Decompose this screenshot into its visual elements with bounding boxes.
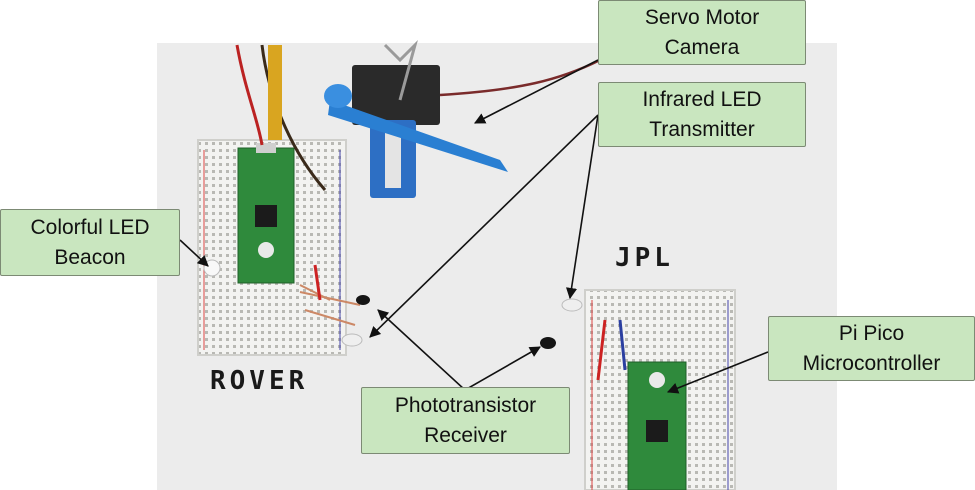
- servo-wire: [439, 58, 601, 97]
- arrow-servo: [474, 59, 599, 124]
- red-wire: [235, 44, 264, 146]
- arrow-pico: [666, 351, 769, 394]
- beacon-label-line2: Beacon: [54, 245, 126, 269]
- rover-pico-board: [237, 143, 295, 284]
- arrow-ir-jpl: [565, 114, 599, 300]
- infrared-led-transmitter-label: Infrared LED Transmitter: [598, 82, 806, 147]
- jpl-pico-board: [627, 361, 687, 490]
- arrow-photo-rover: [377, 309, 466, 391]
- photo-label-line2: Receiver: [424, 423, 507, 447]
- arrow-ir-rover: [369, 114, 599, 338]
- infrared-label-line2: Transmitter: [649, 117, 755, 141]
- red-jumper: [313, 264, 322, 301]
- phototransistor-receiver-label: Phototransistor Receiver: [361, 387, 570, 454]
- pico-label-line1: Pi Pico: [838, 321, 905, 345]
- beacon-label-line1: Colorful LED: [30, 215, 150, 239]
- photo-label-line1: Phototransistor: [394, 393, 537, 417]
- dark-wire: [260, 44, 327, 191]
- jpl-ir-led: [561, 298, 583, 312]
- handwritten-jpl: JPL: [615, 243, 674, 273]
- servo-label-line2: Camera: [664, 35, 740, 59]
- pico-label-line2: Microcontroller: [802, 351, 941, 375]
- jumper-wires: [299, 284, 361, 326]
- colorful-led-beacon-label: Colorful LED Beacon: [0, 209, 180, 276]
- infrared-label-line1: Infrared LED: [642, 87, 762, 111]
- servo-motor-camera-label: Servo Motor Camera: [598, 0, 806, 65]
- servo-camera: [324, 39, 508, 198]
- yellow-cable: [268, 45, 282, 140]
- arrow-beacon: [179, 239, 209, 267]
- pi-pico-microcontroller-label: Pi Pico Microcontroller: [768, 316, 975, 381]
- jpl-blue-jumper: [618, 319, 627, 371]
- handwritten-rover: ROVER: [210, 366, 309, 396]
- arrow-photo-jpl: [464, 346, 541, 391]
- servo-label-line1: Servo Motor: [644, 5, 760, 29]
- callout-arrows: [179, 59, 769, 394]
- rover-ir-led: [341, 333, 363, 347]
- jpl-red-jumper: [596, 319, 607, 381]
- beacon-led: [203, 259, 221, 277]
- jpl-phototransistor: [540, 337, 556, 349]
- rover-phototransistor: [356, 295, 370, 305]
